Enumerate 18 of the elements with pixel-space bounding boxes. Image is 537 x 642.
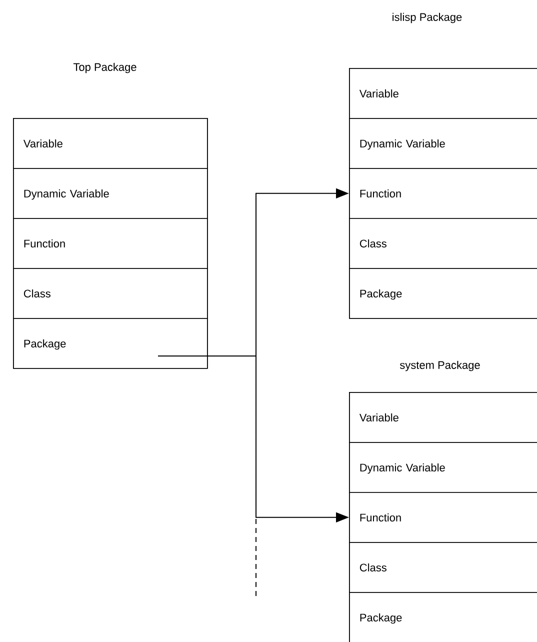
- table-cell: Function: [349, 168, 537, 219]
- table-cell: Dynamic Variable: [349, 442, 537, 493]
- table-cell: Class: [13, 268, 208, 319]
- table-cell: Variable: [349, 68, 537, 119]
- table-cell: Package: [349, 268, 537, 319]
- table-cell: Class: [349, 218, 537, 269]
- table-cell: Class: [349, 542, 537, 593]
- package-title: system Package: [400, 360, 480, 372]
- table-cell: Function: [349, 492, 537, 543]
- table-cell: Function: [13, 218, 208, 269]
- table-cell: Dynamic Variable: [13, 168, 208, 219]
- table-cell: Variable: [349, 392, 537, 443]
- table-cell: Package: [349, 592, 537, 642]
- package-title: islisp Package: [392, 12, 462, 24]
- table-cell: Package: [13, 318, 208, 369]
- package-title: Top Package: [73, 62, 136, 74]
- table-cell: Dynamic Variable: [349, 118, 537, 169]
- table-cell: Variable: [13, 118, 208, 169]
